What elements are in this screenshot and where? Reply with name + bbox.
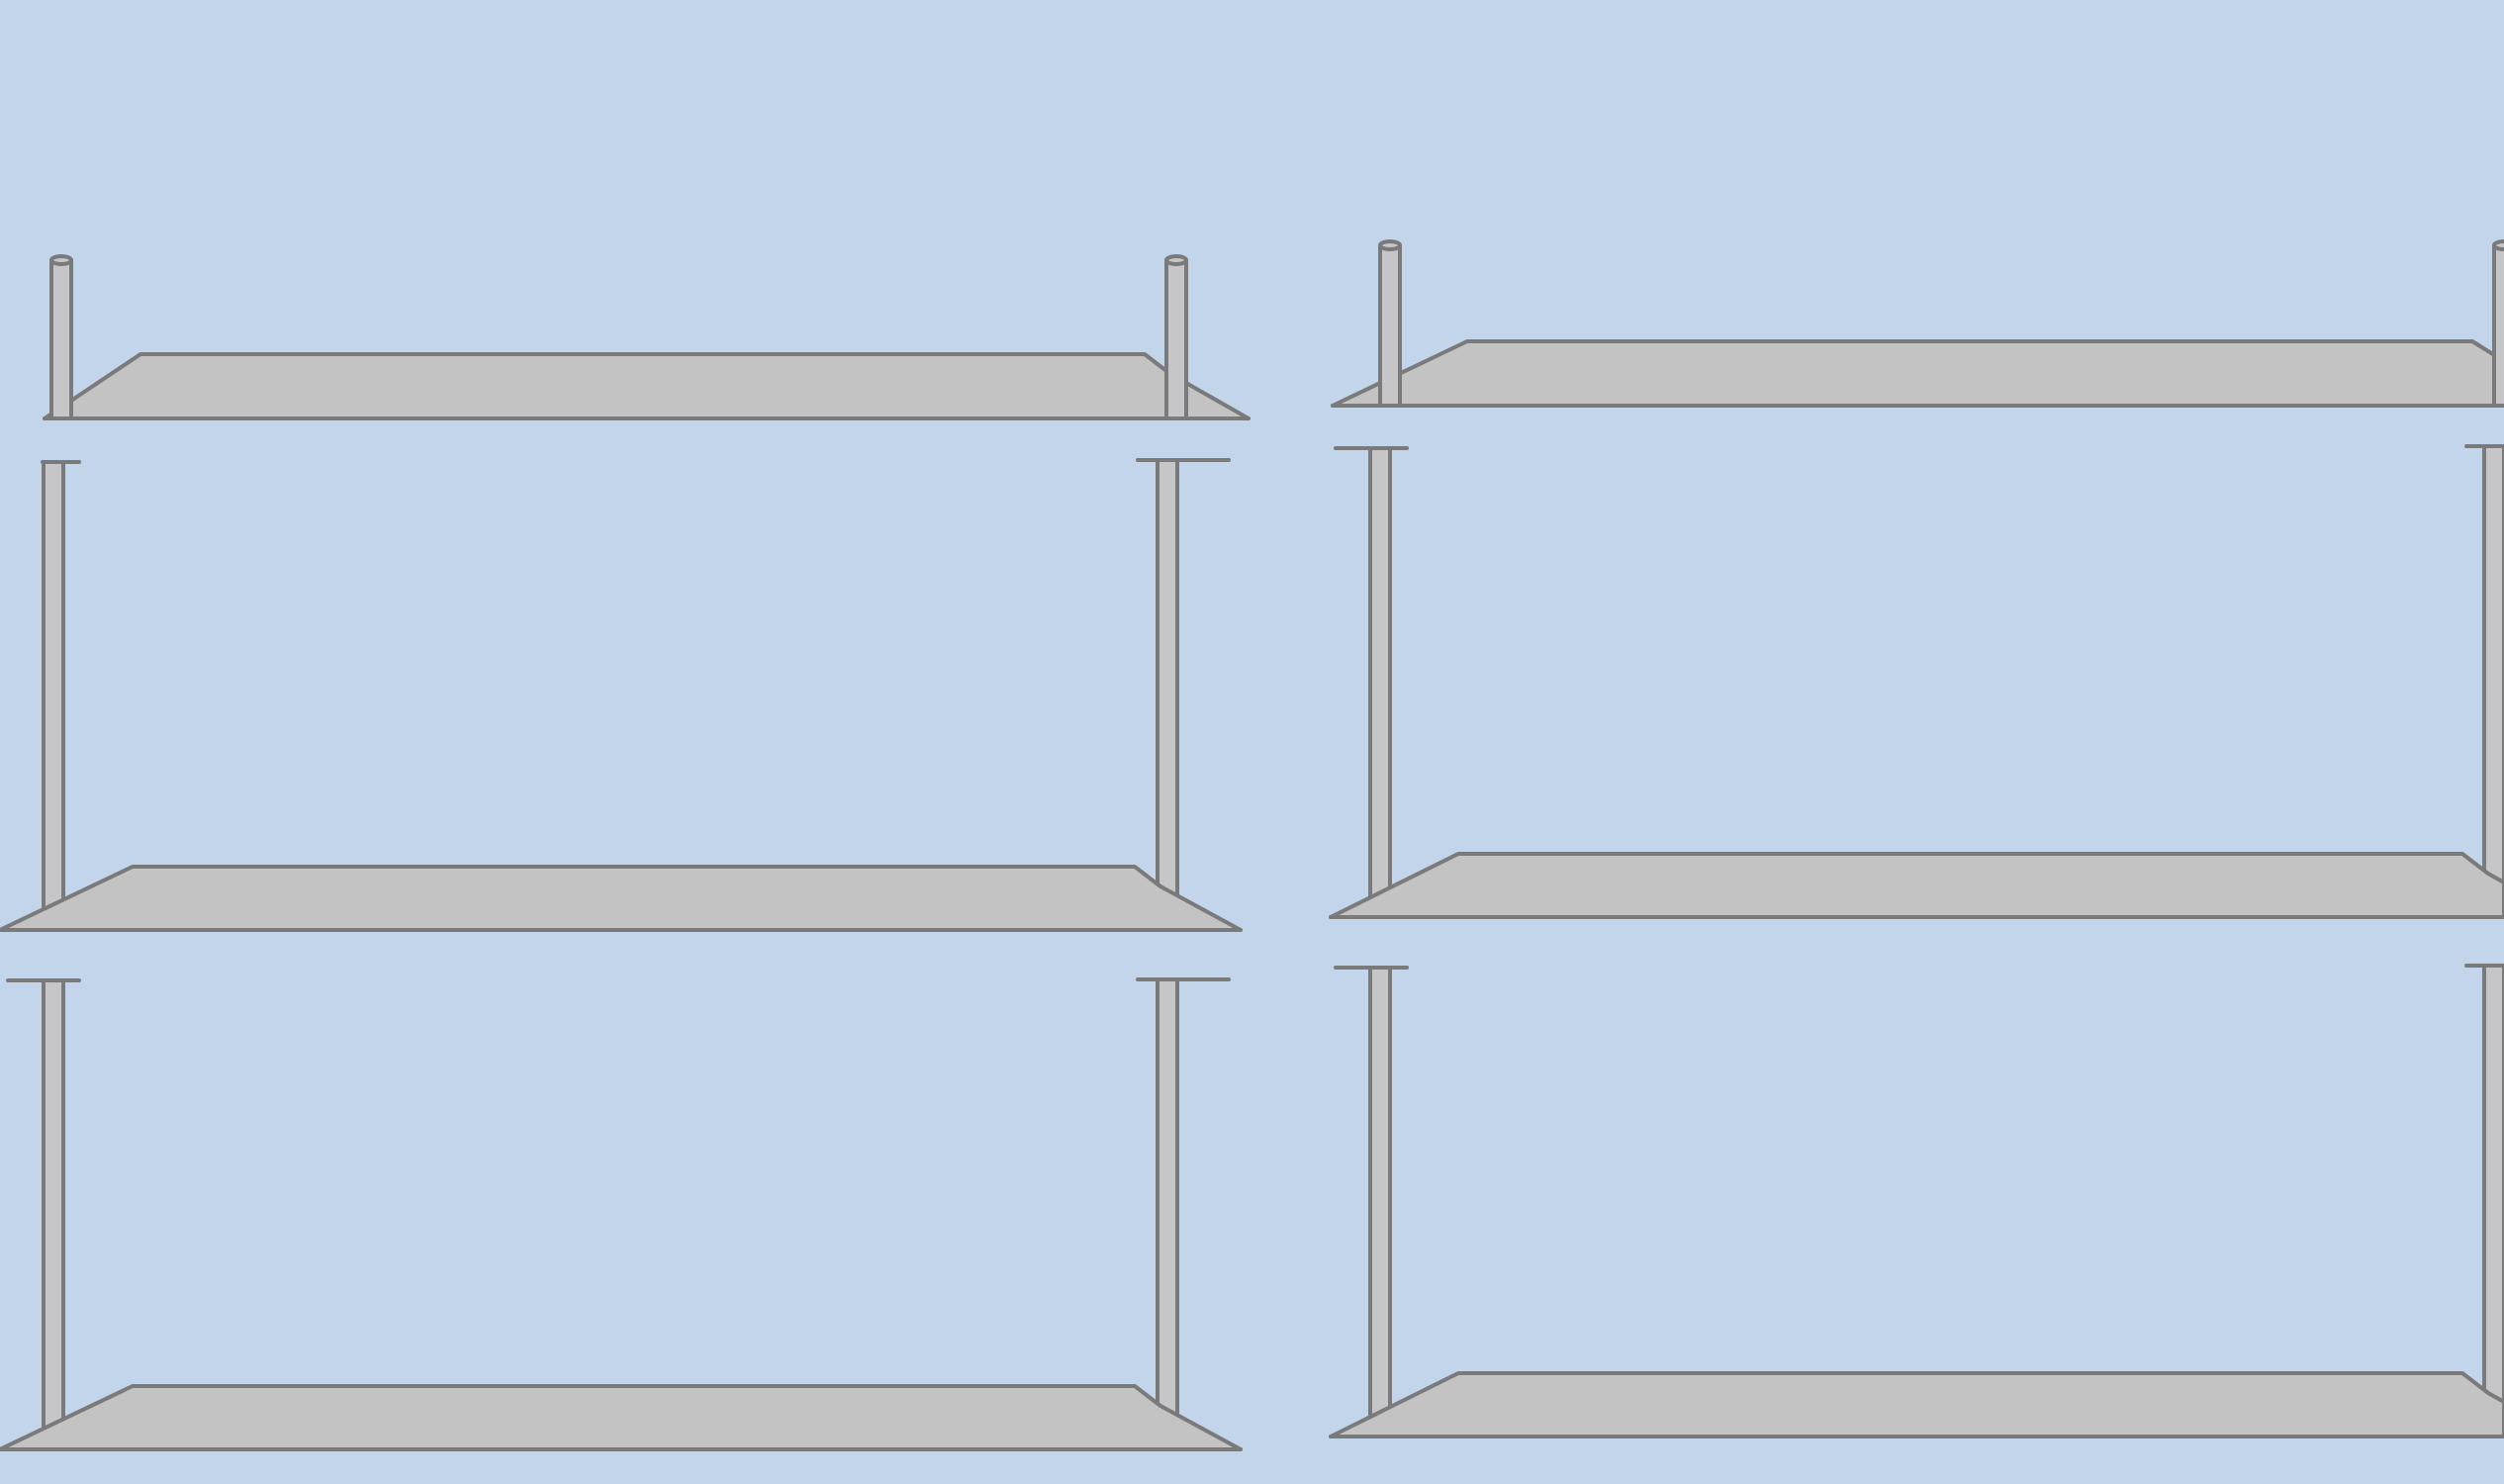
left-tier-3 (0, 977, 1243, 1451)
left-tier-1-shelf (43, 352, 1251, 420)
right-tier-3 (1329, 964, 2504, 1438)
left-tier-1-post-right (1164, 254, 1188, 420)
left-tier-1-post-left (49, 254, 73, 420)
left-tier-3-shelf (0, 1384, 1243, 1451)
right-tier-1-post-left (1378, 239, 1402, 408)
right-shelf-unit (1329, 239, 2504, 1438)
right-tier-2 (1329, 444, 2504, 919)
left-shelf-unit (0, 254, 1251, 1451)
right-tier-1 (1331, 239, 2504, 408)
right-tier-1-shelf (1331, 339, 2504, 408)
right-tier-2-shelf (1329, 852, 2504, 919)
left-tier-2 (0, 458, 1243, 932)
left-tier-1 (43, 254, 1251, 420)
right-tier-2-post-left (1334, 446, 1409, 919)
right-tier-1-post-right (2492, 239, 2504, 408)
left-tier-2-shelf (0, 865, 1243, 932)
right-tier-3-shelf (1329, 1371, 2504, 1438)
